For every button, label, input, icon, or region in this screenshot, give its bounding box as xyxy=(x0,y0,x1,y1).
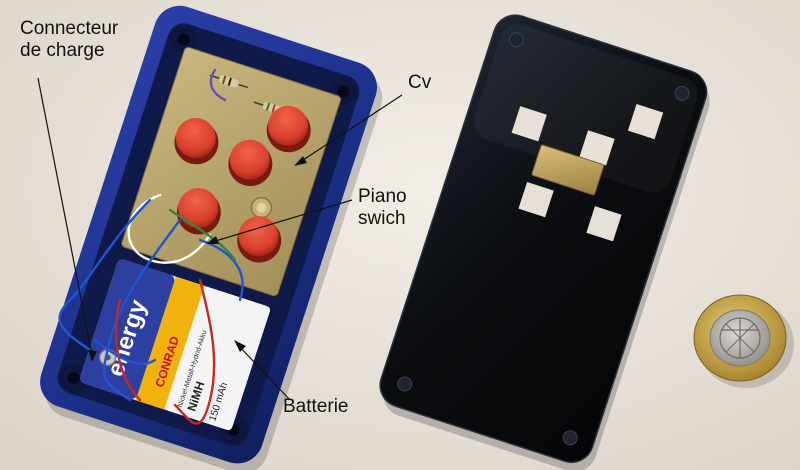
label-charging-connector-line2: de charge xyxy=(20,40,105,61)
lid-screw-holes xyxy=(397,32,690,446)
lid-gold-block xyxy=(531,144,605,196)
push-buttons xyxy=(174,105,311,263)
label-cv-text: Cv xyxy=(408,72,432,93)
leader-cv xyxy=(299,94,403,163)
black-lid xyxy=(379,14,710,470)
annotation-lines xyxy=(37,77,403,401)
push-button xyxy=(237,216,282,263)
label-piano-switch: Piano swich xyxy=(358,186,407,230)
label-cv: Cv xyxy=(408,72,431,94)
push-button xyxy=(266,105,311,153)
label-piano-switch-line2: swich xyxy=(358,208,406,229)
euro-coin xyxy=(693,294,794,388)
circuit-board xyxy=(121,46,342,297)
screw-posts xyxy=(59,25,358,444)
label-battery-text: Batterie xyxy=(283,396,349,417)
leader-charging-connector xyxy=(37,77,93,356)
label-charging-connector: Connecteur de charge xyxy=(20,18,118,62)
push-button xyxy=(176,188,221,235)
push-button xyxy=(228,139,273,187)
label-battery: Batterie xyxy=(283,396,348,418)
push-button xyxy=(174,117,219,165)
lid-button-windows xyxy=(511,103,664,242)
leader-battery xyxy=(237,344,291,401)
leader-piano-switch xyxy=(211,199,353,243)
label-piano-switch-line1: Piano xyxy=(358,186,407,207)
arrowhead-battery xyxy=(234,340,246,352)
label-charging-connector-line1: Connecteur xyxy=(20,18,119,39)
arrowhead-piano-switch xyxy=(206,236,219,244)
arrowhead-cv xyxy=(294,156,307,166)
arrowhead-charging-connector xyxy=(88,350,97,362)
